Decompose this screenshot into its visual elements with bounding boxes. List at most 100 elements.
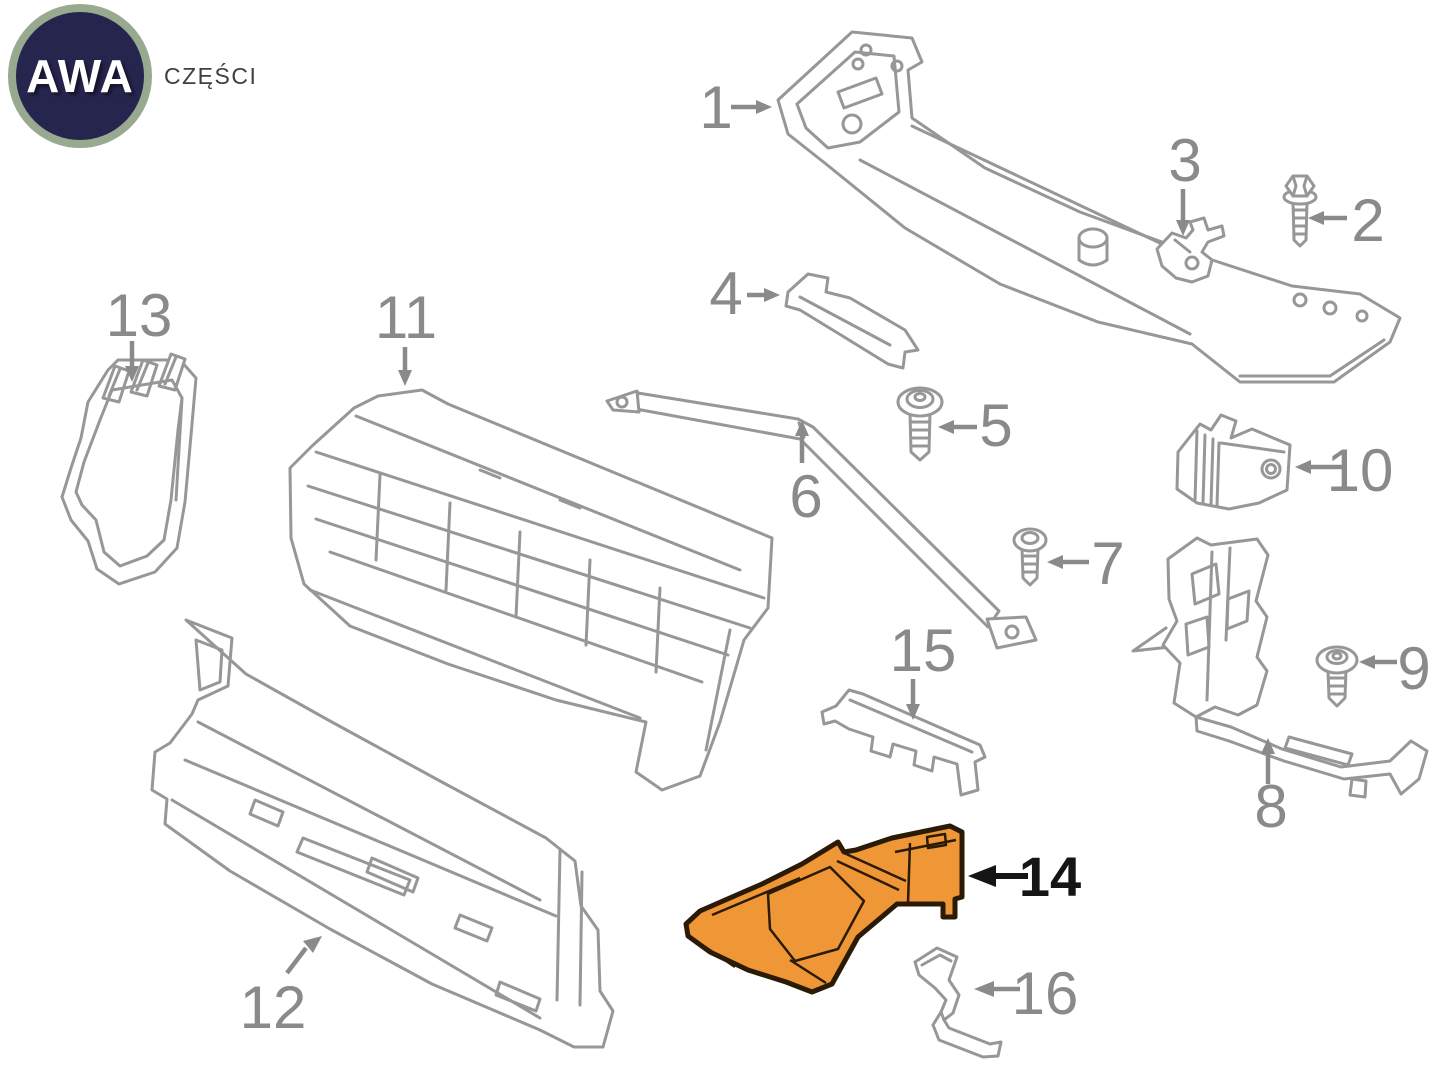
callout-10: 10 bbox=[1295, 437, 1393, 504]
callout-7-arrowhead bbox=[1047, 555, 1063, 569]
part-1-hole bbox=[890, 59, 904, 73]
part-11-slat bbox=[306, 484, 752, 630]
callout-12: 12 bbox=[240, 936, 322, 1041]
part-8-strut bbox=[1205, 546, 1232, 702]
part-12-mid-edge bbox=[183, 758, 558, 918]
part-12-outline bbox=[150, 618, 615, 1049]
part-12-slot-long bbox=[295, 836, 412, 897]
part-6-right-eyelet bbox=[985, 615, 1038, 650]
callout-1-arrowhead bbox=[756, 100, 772, 114]
part-11-air-duct-shroud bbox=[288, 388, 774, 792]
part-12-bottom-lip bbox=[170, 798, 542, 1020]
callout-6-arrowhead bbox=[795, 420, 809, 436]
part-1-upper-tie-bar bbox=[776, 30, 1402, 384]
part-12-slot bbox=[494, 980, 542, 1013]
part-label-16: 16 bbox=[1012, 960, 1079, 1027]
part-8-frame bbox=[1161, 536, 1270, 719]
part-label-3: 3 bbox=[1168, 127, 1201, 194]
part-8-spike bbox=[1131, 626, 1172, 653]
part-1-hole bbox=[851, 57, 865, 71]
part-9-shaft bbox=[1326, 668, 1348, 708]
part-15-crease bbox=[848, 698, 974, 754]
callout-7: 7 bbox=[1047, 530, 1125, 597]
part-12-slot bbox=[453, 913, 494, 943]
part-14-lower-crease bbox=[691, 936, 827, 985]
part-12-prong-inner bbox=[194, 638, 224, 692]
part-12-lower-duct-panel bbox=[150, 618, 615, 1049]
callout-11: 11 bbox=[375, 284, 437, 386]
part-12-right-rib bbox=[555, 848, 584, 1007]
part-8-arm bbox=[1194, 715, 1429, 796]
callout-16-arrowhead bbox=[974, 981, 994, 997]
part-11-notch bbox=[478, 468, 582, 510]
part-14-funnel-panel bbox=[766, 865, 866, 963]
part-13-outline bbox=[60, 358, 198, 586]
part-6-diagonal-brace bbox=[605, 389, 1038, 650]
callout-2-arrowhead bbox=[1308, 211, 1324, 225]
part-10-box-bracket bbox=[1175, 413, 1292, 511]
part-label-12: 12 bbox=[240, 974, 307, 1041]
part-label-13: 13 bbox=[106, 282, 173, 349]
part-3-crease bbox=[1173, 238, 1192, 254]
callout-4: 4 bbox=[709, 260, 780, 327]
callout-13: 13 bbox=[106, 282, 173, 382]
part-14-slot bbox=[925, 832, 948, 850]
part-8-side-bracket bbox=[1131, 536, 1429, 799]
callout-8: 8 bbox=[1254, 738, 1288, 840]
part-label-9: 9 bbox=[1397, 635, 1430, 702]
awa-logo: AWA CZĘŚCI bbox=[8, 4, 257, 148]
callout-13-arrowhead bbox=[125, 366, 139, 382]
part-12-slot bbox=[248, 798, 285, 828]
part-9-head-mid bbox=[1325, 649, 1349, 665]
part-1-plate-cutout bbox=[836, 76, 884, 110]
part-1-bushing-bottom bbox=[1077, 258, 1109, 267]
callout-15-arrowhead bbox=[906, 704, 920, 720]
part-label-8: 8 bbox=[1254, 773, 1287, 840]
part-15-outline bbox=[820, 688, 987, 797]
callout-11-arrowhead bbox=[398, 370, 412, 386]
awa-logo-circle: AWA bbox=[8, 4, 152, 148]
part-label-1: 1 bbox=[699, 74, 732, 141]
part-9-head-center bbox=[1331, 651, 1343, 661]
part-1-outline bbox=[776, 30, 1402, 384]
part-4-outline bbox=[784, 272, 920, 370]
part-4-rail-bracket bbox=[784, 272, 920, 370]
part-label-2: 2 bbox=[1351, 187, 1384, 254]
part-7-shaft bbox=[1020, 546, 1040, 587]
part-1-crease bbox=[858, 158, 1192, 336]
callout-2: 2 bbox=[1308, 187, 1385, 254]
part-label-5: 5 bbox=[979, 392, 1012, 459]
awa-logo-text: AWA bbox=[26, 50, 134, 102]
part-label-4: 4 bbox=[709, 260, 742, 327]
callout-5-arrowhead bbox=[938, 420, 954, 434]
part-14-outline bbox=[683, 823, 965, 995]
part-14-highlighted-air-duct bbox=[683, 823, 965, 995]
part-1-bushing-top bbox=[1077, 227, 1109, 249]
callout-1: 1 bbox=[699, 74, 772, 141]
part-3-outline bbox=[1155, 216, 1226, 284]
awa-logo-subtitle: CZĘŚCI bbox=[164, 62, 258, 89]
part-13-side-bracket bbox=[60, 352, 198, 586]
part-3-small-bracket bbox=[1155, 216, 1226, 284]
part-15-lower-rail bbox=[820, 688, 987, 797]
part-5-head-mid bbox=[905, 389, 935, 409]
callout-3-arrowhead bbox=[1176, 220, 1190, 236]
part-8-foot bbox=[1348, 777, 1368, 799]
part-8-window bbox=[1190, 562, 1221, 606]
callout-4-arrowhead bbox=[764, 288, 780, 302]
part-10-boss-center bbox=[1265, 463, 1277, 475]
part-10-ribs bbox=[1193, 429, 1215, 507]
part-6-right-hole bbox=[1004, 624, 1020, 640]
part-8-arm-slot bbox=[1283, 735, 1354, 767]
part-11-rib bbox=[374, 473, 662, 674]
callout-6: 6 bbox=[789, 420, 823, 530]
part-label-14: 14 bbox=[1019, 845, 1081, 908]
callout-16: 16 bbox=[974, 960, 1078, 1027]
part-2-hex-head bbox=[1284, 174, 1316, 198]
part-9-threads bbox=[1327, 676, 1347, 696]
part-11-top-flange bbox=[354, 414, 742, 572]
part-11-face bbox=[704, 628, 732, 752]
part-1-hole bbox=[841, 113, 863, 135]
